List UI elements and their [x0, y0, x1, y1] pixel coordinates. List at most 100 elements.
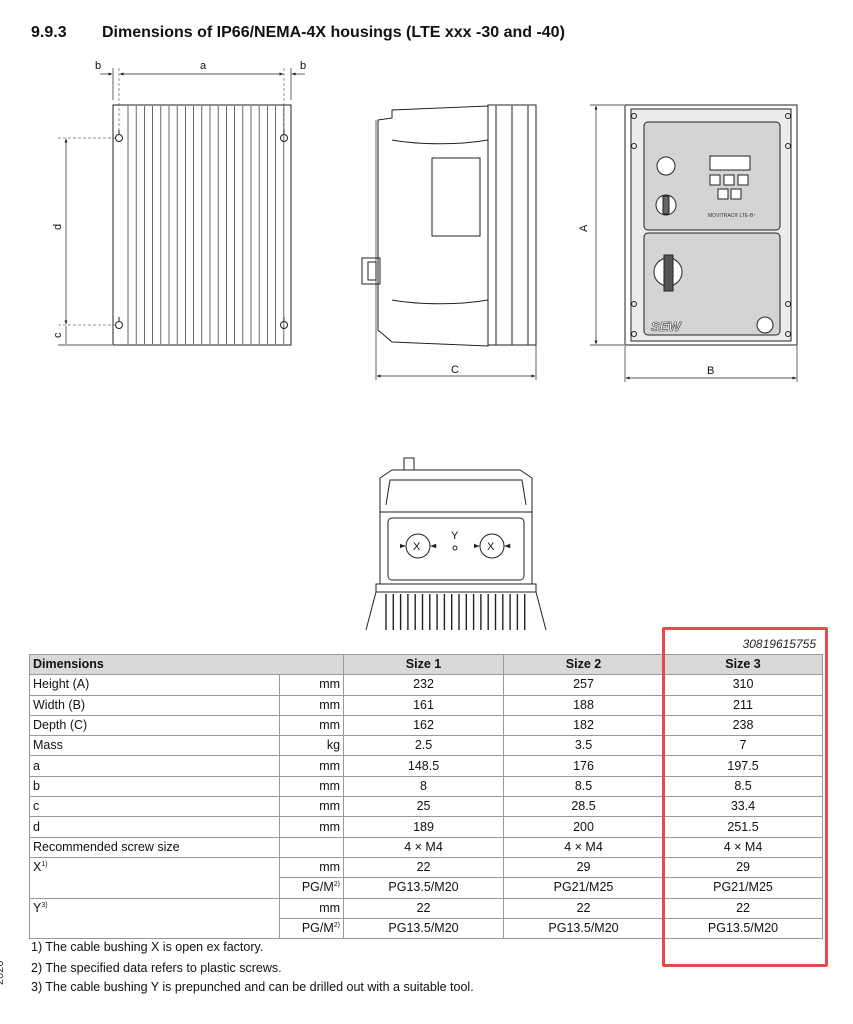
row-unit: mm: [278, 714, 345, 737]
footnote-ref: 2): [333, 921, 341, 929]
cell-size-3: 33.4: [663, 796, 824, 818]
row-unit: mm: [278, 755, 345, 777]
unit-text: mm: [319, 900, 341, 915]
dim-label-C: C: [451, 364, 459, 376]
product-label: MOVITRAC® LTE-B⁺: [708, 212, 756, 219]
section-title: Dimensions of IP66/NEMA-4X housings (LTE…: [102, 24, 565, 41]
row-label: d: [29, 816, 280, 838]
footnote-ref: 2): [333, 881, 341, 889]
footnote-ref: 3): [41, 901, 48, 909]
cell-size-2: PG13.5/M20: [503, 917, 665, 940]
row-unit: mm: [278, 796, 345, 818]
cell-size-3: PG21/M25: [663, 877, 824, 899]
header-size-3: Size 3: [663, 653, 824, 676]
footnote-ref: 1): [41, 861, 48, 869]
cell-size-1: 189: [343, 816, 505, 838]
dim-label-c: c: [52, 332, 64, 338]
bushing-label-y: Y: [451, 530, 459, 542]
cell-size-1: 148.5: [343, 755, 505, 777]
bottom-view: [365, 457, 547, 631]
cell-size-2: 22: [503, 897, 665, 919]
cell-size-1: 2.5: [343, 735, 505, 757]
cell-size-1: PG13.5/M20: [343, 877, 505, 899]
row-label: Width (B): [29, 694, 280, 716]
header-dimensions: Dimensions: [28, 653, 345, 676]
section-number: 9.9.3: [31, 24, 67, 41]
cell-size-1: 162: [343, 714, 505, 737]
section-heading: 9.9.3 Dimensions of IP66/NEMA-4X housings…: [31, 24, 565, 42]
cell-size-2: 188: [503, 694, 665, 716]
dim-label-d: d: [52, 224, 64, 230]
cell-size-2: 257: [503, 674, 665, 696]
row-label: Depth (C): [29, 714, 280, 737]
bushing-label-x-right: X: [487, 541, 495, 553]
cell-size-3: 197.5: [663, 755, 824, 777]
cell-size-3: PG13.5/M20: [663, 917, 824, 940]
brand-logo: SEW: [651, 319, 682, 334]
dim-label-b-left: b: [95, 60, 101, 72]
dim-label-b-right: b: [300, 60, 306, 72]
cell-size-3: 22: [663, 897, 824, 919]
bushing-label: Y: [33, 900, 42, 915]
bushing-label-x-left: X: [413, 541, 421, 553]
row-label: [29, 877, 280, 899]
row-unit: mm: [278, 694, 345, 716]
row-unit: PG/M2): [278, 877, 345, 899]
row-unit: mm: [278, 897, 345, 919]
row-unit: mm: [278, 674, 345, 696]
cell-size-1: 161: [343, 694, 505, 716]
cell-size-3: 29: [663, 856, 824, 879]
unit-text: PG/M: [301, 880, 334, 895]
row-label: b: [29, 775, 280, 798]
cell-size-2: 28.5: [503, 796, 665, 818]
cell-size-1: 4 × M4: [343, 836, 505, 858]
side-view: [361, 104, 537, 380]
cell-size-3: 8.5: [663, 775, 824, 798]
cell-size-3: 211: [663, 694, 824, 716]
dim-label-A: A: [578, 224, 590, 232]
cell-size-3: 251.5: [663, 816, 824, 838]
row-unit: mm: [278, 816, 345, 838]
cell-size-1: 22: [343, 856, 505, 879]
footnote-1: 1) The cable bushing X is open ex factor…: [31, 940, 264, 954]
cell-size-3: 4 × M4: [663, 836, 824, 858]
row-label: a: [29, 755, 280, 777]
dim-label-B: B: [707, 365, 714, 377]
cell-size-1: PG13.5/M20: [343, 917, 505, 940]
cell-size-2: 3.5: [503, 735, 665, 757]
keypad-icon: [709, 174, 749, 200]
technical-drawing: a b b d c C: [52, 60, 798, 631]
cell-size-2: 29: [503, 856, 665, 879]
row-label: Y3): [29, 897, 280, 919]
cell-size-3: 7: [663, 735, 824, 757]
row-unit: mm: [278, 856, 345, 879]
header-size-2: Size 2: [503, 653, 665, 676]
cell-size-1: 8: [343, 775, 505, 798]
cell-size-1: 232: [343, 674, 505, 696]
header-size-1: Size 1: [343, 653, 505, 676]
back-view: [58, 68, 305, 346]
row-unit: [278, 836, 345, 858]
cell-size-2: 8.5: [503, 775, 665, 798]
cell-size-1: 25: [343, 796, 505, 818]
back-view-labels: a b b d c: [52, 60, 306, 338]
cell-size-3: 238: [663, 714, 824, 737]
row-label: c: [29, 796, 280, 818]
dim-label-a: a: [200, 60, 207, 72]
unit-text: PG/M: [301, 921, 334, 935]
side-margin-text: 2020: [0, 960, 6, 985]
dimensions-table: Dimensions Size 1 Size 2 Size 3 Height (…: [28, 653, 824, 940]
document-reference: 30819615755: [742, 637, 816, 651]
cell-size-2: 176: [503, 755, 665, 777]
